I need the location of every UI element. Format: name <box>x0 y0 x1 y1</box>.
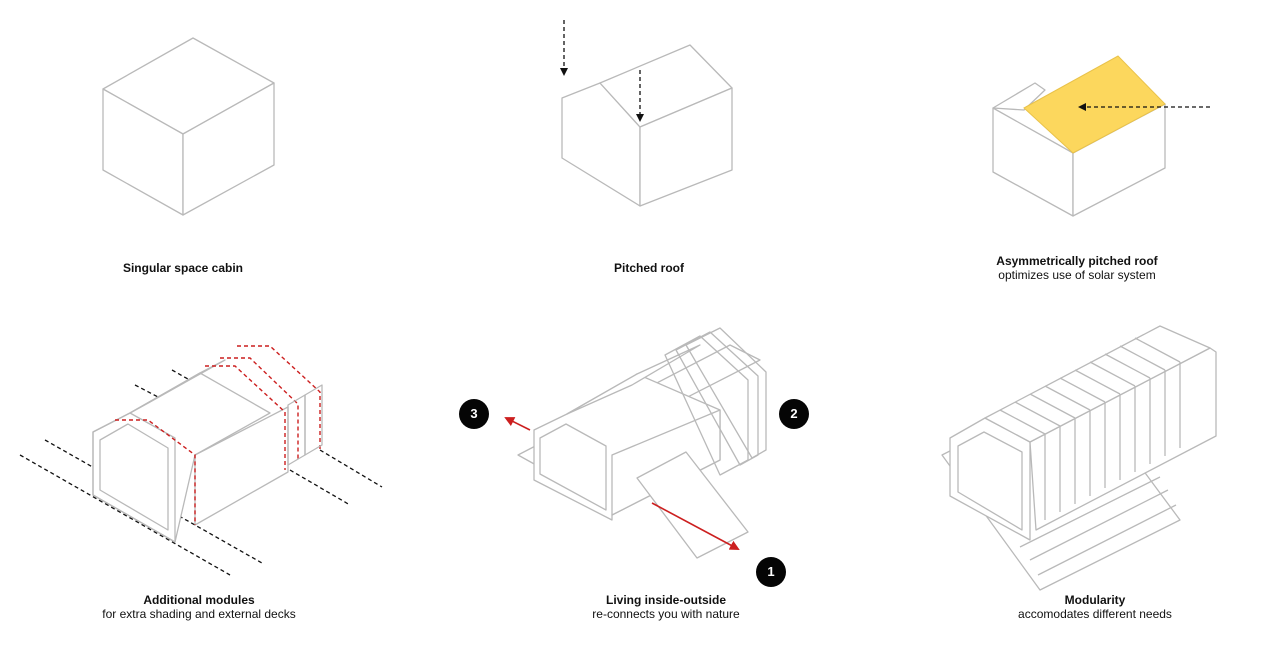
caption-living-inside-outside: Living inside-outside re-connects you wi… <box>506 593 826 621</box>
badge-3: 3 <box>459 399 489 429</box>
caption-title: Asymmetrically pitched roof <box>996 254 1158 268</box>
modules-illustration <box>19 345 383 576</box>
caption-title: Singular space cabin <box>122 261 244 275</box>
caption-asymmetric-roof: Asymmetrically pitched roof optimizes us… <box>917 254 1237 282</box>
modularity-illustration <box>941 325 1217 591</box>
caption-title: Pitched roof <box>613 261 684 275</box>
badge-1: 1 <box>756 557 786 587</box>
caption-title: Additional modules <box>143 593 255 607</box>
solar-roof-illustration <box>992 55 1210 217</box>
caption-subtitle: re-connects you with nature <box>592 607 740 621</box>
caption-title: Modularity <box>1064 593 1126 607</box>
badge-2: 2 <box>779 399 809 429</box>
caption-subtitle: for extra shading and external decks <box>102 607 296 621</box>
cube-cabin-illustration <box>102 37 275 216</box>
caption-subtitle: optimizes use of solar system <box>998 268 1156 282</box>
caption-modularity: Modularity accomodates different needs <box>935 593 1255 621</box>
inside-outside-illustration <box>504 327 767 559</box>
caption-pitched-roof: Pitched roof <box>489 261 809 275</box>
caption-title: Living inside-outside <box>605 593 726 607</box>
caption-subtitle: accomodates different needs <box>1018 607 1172 621</box>
caption-singular-cabin: Singular space cabin <box>23 261 343 275</box>
solar-panel <box>1023 55 1166 154</box>
pitched-roof-illustration <box>560 20 733 207</box>
caption-additional-modules: Additional modules for extra shading and… <box>39 593 359 621</box>
